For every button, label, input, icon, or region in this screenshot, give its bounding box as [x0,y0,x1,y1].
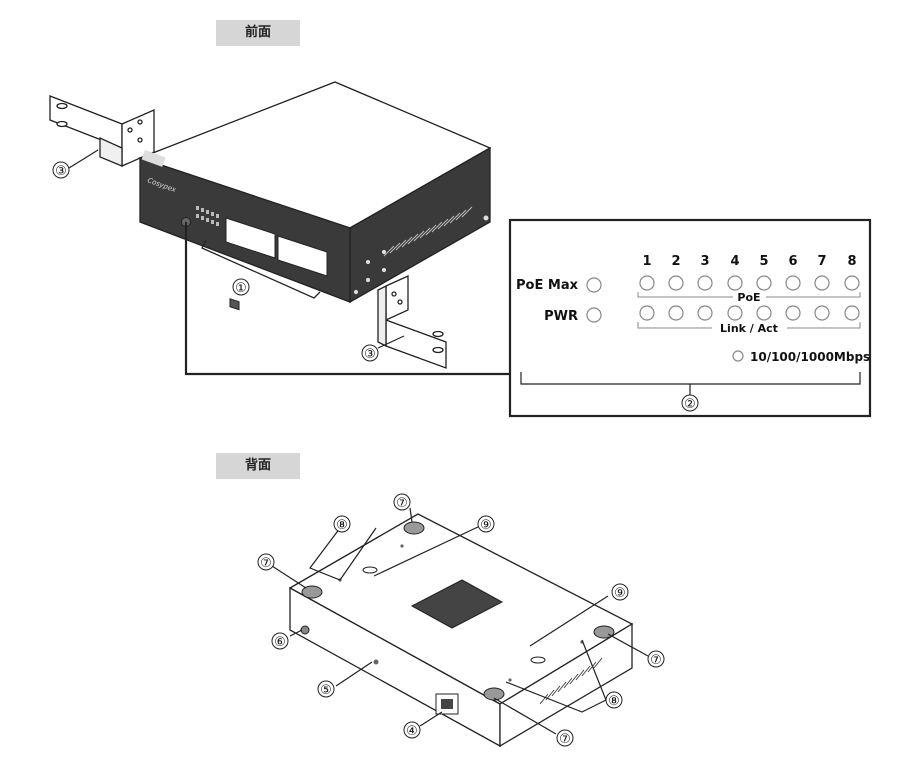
rack-bracket-left [49,95,155,167]
poe-max-label: PoE Max [516,278,579,293]
callout-9-circle-a [477,515,495,533]
callout-8-b: ⑧ [608,694,620,709]
callout-6-circle [271,632,289,650]
port-number-2: 2 [671,254,680,269]
port-number-7: 7 [817,254,826,269]
back-section-tag: 背面 [216,453,300,479]
callout-9-circle-b [611,583,629,601]
vent-slots-front [383,206,473,257]
poe-group-label: PoE [737,291,760,304]
link-group-bracket-right [787,322,861,329]
poe-max-led [586,277,602,293]
rubber-feet [301,521,615,701]
callout-7-c: ⑦ [559,732,571,747]
ground-screw [300,625,310,635]
poe-group-bracket-right [766,292,861,298]
callout-7-d: ⑦ [650,653,662,668]
callout-9-a: ⑨ [480,518,492,533]
callout-3-circle-left [52,161,70,179]
callout-4: ④ [406,724,418,739]
ethernet-ports [225,217,328,311]
front-section-tag: 前面 [216,20,300,46]
speed-label: 10/100/1000Mbps [750,350,870,364]
led-panel-frame [508,218,872,418]
front-led-strip [196,206,219,226]
callout-3-leader-left [68,149,99,169]
callout-2-circle [681,394,699,412]
callout-1: ① [235,281,247,296]
led-panel-leader [184,222,510,376]
port-number-6: 6 [788,254,797,269]
callout-5: ⑤ [320,683,332,698]
callout-4-circle [403,721,421,739]
callout-7-circle-d [647,650,665,668]
link-group-label: Link / Act [720,322,778,335]
callout-7-circle-b [257,553,275,571]
callout-7-circle-c [556,729,574,747]
callout-1-circle [232,278,250,296]
port-number-3: 3 [700,254,709,269]
callout-3-left: ③ [55,164,67,179]
bottom-label-plate [410,579,504,629]
callout-2: ② [684,397,696,412]
poe-group-bracket [637,292,733,298]
callout-7-circle-a [393,493,411,511]
speed-led [732,350,744,362]
power-inlet-socket [441,699,453,709]
back-leader-lines [271,507,649,735]
callout-9-b: ⑨ [614,586,626,601]
vent-slots-back [539,657,603,705]
callout-7-b: ⑦ [260,556,272,571]
link-group-bracket [637,322,712,329]
callout-7-a: ⑦ [396,496,408,511]
side-screws [353,215,489,295]
pwr-led [586,307,602,323]
callout-3-right: ③ [364,347,376,362]
front-label-plate [141,150,166,167]
poe-led-row [639,275,860,291]
link-led-row [639,305,860,321]
callout-3-leader-right [377,335,405,349]
port-number-8: 8 [847,254,856,269]
wall-mount-holes [362,566,546,664]
pwr-label: PWR [544,309,578,324]
port-number-1: 1 [642,254,651,269]
callout-8-a: ⑧ [336,518,348,533]
callout-3-circle-right [361,344,379,362]
callout-8-circle-a [333,515,351,533]
callout-5-circle [317,680,335,698]
callout-6: ⑥ [274,635,286,650]
rack-bracket-right [377,274,447,369]
callout-1-bracket [201,239,321,299]
callout-8-circle-b [605,691,623,709]
port-number-5: 5 [759,254,768,269]
port-number-4: 4 [730,254,739,269]
